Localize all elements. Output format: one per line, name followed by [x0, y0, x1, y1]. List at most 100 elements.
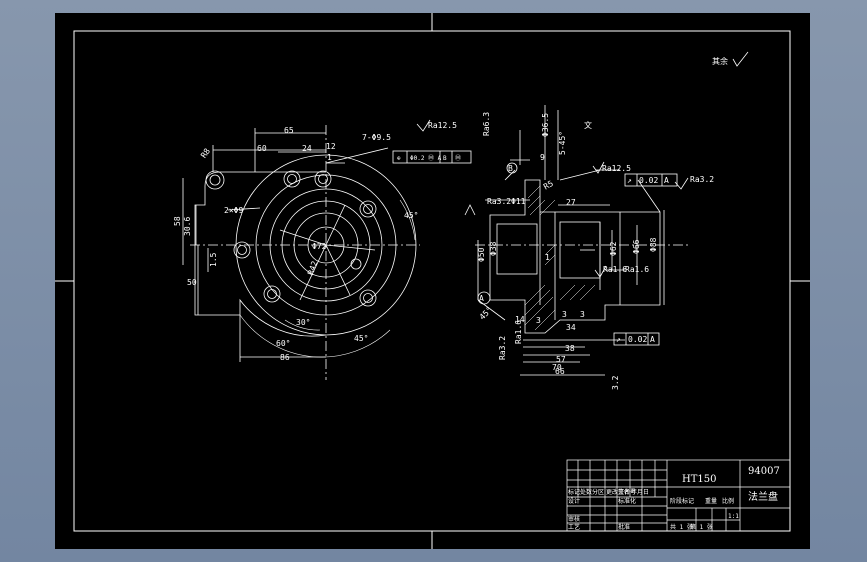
position-tolerance-frame — [392, 150, 472, 164]
sheet-background — [55, 13, 810, 549]
svg-text:批准: 批准 — [618, 523, 630, 531]
svg-text:9: 9 — [540, 153, 545, 162]
svg-text:更改文件号: 更改文件号 — [606, 488, 636, 496]
svg-text:3: 3 — [580, 310, 585, 319]
svg-text:1: 1 — [327, 153, 332, 162]
svg-text:Φ38: Φ38 — [489, 241, 498, 256]
svg-text:Ra1.6: Ra1.6 — [625, 265, 649, 274]
svg-text:B: B — [443, 155, 447, 162]
svg-text:Φ72: Φ72 — [312, 242, 327, 251]
svg-text:12: 12 — [326, 142, 336, 151]
svg-text:65: 65 — [284, 126, 294, 135]
title-block — [566, 459, 791, 532]
svg-text:Ra3.2: Ra3.2 — [690, 175, 714, 184]
svg-text:Ra12.5: Ra12.5 — [602, 164, 631, 173]
svg-text:↗: ↗ — [616, 335, 621, 344]
section-view-dimensions: Ra6.3 Φ36.5 5-45° 9 R5 Ra3.2 Φ11 27 Φ50 … — [477, 112, 658, 390]
svg-text:60°: 60° — [276, 339, 290, 348]
svg-text:重量: 重量 — [705, 497, 717, 505]
svg-text:设计: 设计 — [568, 497, 580, 505]
svg-text:3: 3 — [536, 316, 541, 325]
svg-text:Ra3.2: Ra3.2 — [487, 197, 511, 206]
bore-circle — [307, 226, 345, 264]
svg-text:分区: 分区 — [592, 488, 604, 496]
svg-text:A: A — [664, 176, 669, 185]
svg-text:38: 38 — [565, 344, 575, 353]
svg-text:Φ0.2 Ⓜ A: Φ0.2 Ⓜ A — [410, 154, 442, 162]
svg-text:1.5: 1.5 — [209, 252, 218, 267]
svg-text:文: 文 — [584, 120, 592, 130]
svg-text:70: 70 — [552, 363, 562, 372]
section-outline — [489, 179, 661, 334]
centering-marks — [55, 13, 810, 549]
svg-text:1:1: 1:1 — [728, 513, 739, 520]
svg-text:Φ50: Φ50 — [477, 247, 486, 262]
svg-text:24: 24 — [302, 144, 312, 153]
svg-text:Ra1.6: Ra1.6 — [514, 320, 523, 344]
svg-text:86: 86 — [280, 353, 290, 362]
front-view — [182, 125, 420, 380]
svg-text:Ra3.2: Ra3.2 — [498, 336, 507, 360]
svg-text:14: 14 — [515, 315, 525, 324]
svg-text:Φ88: Φ88 — [649, 237, 658, 252]
svg-text:5-45°: 5-45° — [558, 131, 567, 155]
svg-text:比例: 比例 — [722, 497, 734, 505]
svg-text:30°: 30° — [296, 318, 310, 327]
svg-text:处数: 处数 — [580, 488, 592, 496]
svg-text:66: 66 — [555, 367, 565, 376]
svg-text:45°: 45° — [404, 211, 418, 220]
svg-text:Φ36.5: Φ36.5 — [541, 113, 550, 137]
svg-text:34: 34 — [566, 323, 576, 332]
svg-text:标准化: 标准化 — [618, 497, 636, 505]
svg-text:Φ62: Φ62 — [609, 241, 618, 256]
bolt-holes — [205, 170, 377, 307]
svg-text:B: B — [508, 164, 513, 173]
svg-text:工艺: 工艺 — [568, 523, 580, 531]
svg-text:0.02: 0.02 — [628, 335, 647, 344]
svg-text:60: 60 — [257, 144, 267, 153]
svg-text:27: 27 — [566, 198, 576, 207]
svg-text:45°: 45° — [354, 334, 368, 343]
svg-text:R5: R5 — [542, 179, 555, 192]
runout-tolerance-frame-bottom — [613, 332, 660, 346]
svg-text:年月日: 年月日 — [631, 488, 649, 496]
section-view-callouts — [464, 161, 689, 346]
svg-text:共 1 张: 共 1 张 — [670, 523, 693, 531]
svg-text:其余: 其余 — [712, 56, 728, 66]
svg-text:2×Φ9: 2×Φ9 — [224, 206, 243, 215]
general-roughness-note: 其余 — [712, 51, 749, 67]
svg-text:3: 3 — [562, 310, 567, 319]
svg-text:58: 58 — [173, 216, 182, 226]
svg-text:7-Φ9.5: 7-Φ9.5 — [362, 133, 391, 142]
svg-text:Ra6.3: Ra6.3 — [482, 112, 491, 136]
svg-text:0.02: 0.02 — [639, 176, 658, 185]
svg-text:⊕: ⊕ — [397, 155, 401, 162]
svg-text:签名: 签名 — [618, 488, 630, 496]
svg-text:30.6: 30.6 — [183, 217, 192, 236]
svg-text:Ra12.5: Ra12.5 — [428, 121, 457, 130]
svg-text:A: A — [479, 294, 484, 303]
svg-text:标记: 标记 — [568, 488, 580, 496]
svg-text:Φ11: Φ11 — [511, 197, 526, 206]
front-view-dimensions: 65 60 24 12 1 58 30.6 1.5 50 R8 2×Φ9 Φ72… — [173, 126, 418, 362]
svg-text:↗: ↗ — [627, 176, 632, 185]
svg-text:57: 57 — [556, 355, 566, 364]
svg-text:第 1 张: 第 1 张 — [690, 523, 713, 531]
runout-tolerance-frame-top — [624, 173, 678, 187]
svg-text:Ⓜ: Ⓜ — [455, 154, 461, 162]
front-view-callouts: Ra12.5 ⊕ Φ0.2 Ⓜ A B Ⓜ — [392, 119, 472, 164]
section-view — [475, 105, 690, 376]
svg-text:A: A — [650, 335, 655, 344]
svg-text:50: 50 — [187, 278, 197, 287]
drawing-number: 94007 — [748, 466, 780, 477]
flange-outline — [194, 171, 327, 337]
svg-text:1: 1 — [545, 253, 550, 262]
svg-text:阶段标记: 阶段标记 — [670, 497, 694, 505]
svg-text:3.2: 3.2 — [611, 375, 620, 390]
svg-text:Ra1.6: Ra1.6 — [603, 265, 627, 274]
svg-text:审核: 审核 — [568, 515, 580, 523]
svg-text:Φ66: Φ66 — [632, 239, 641, 254]
material-label: HT150 — [682, 474, 716, 485]
